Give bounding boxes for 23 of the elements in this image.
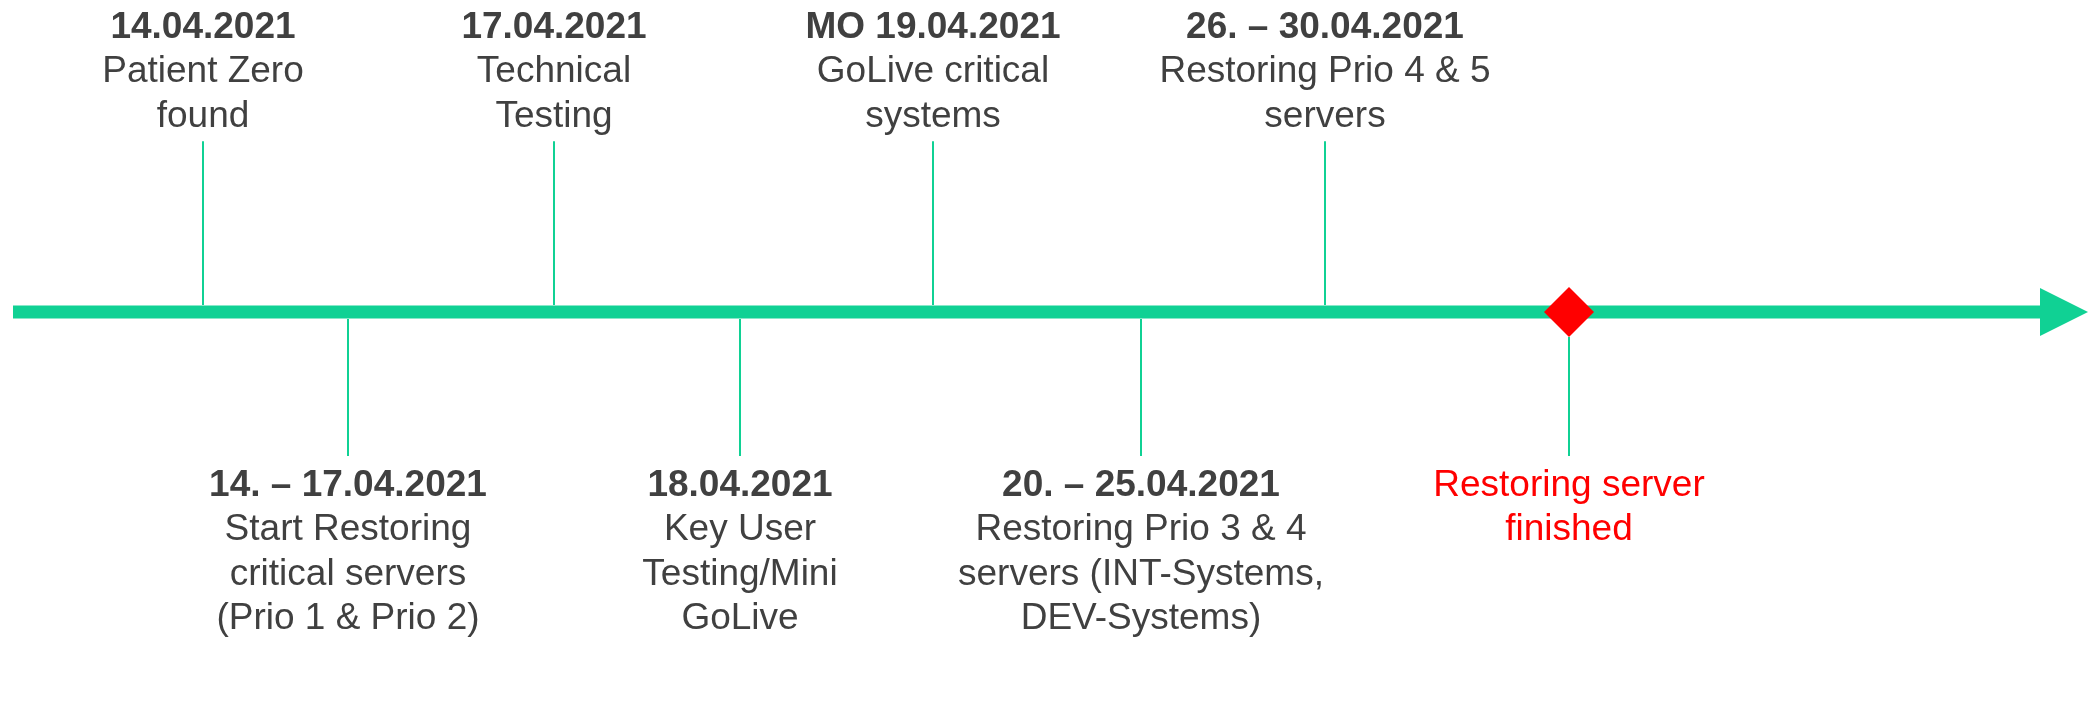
leader-line bbox=[202, 140, 204, 306]
date-label: 18.04.2021 bbox=[647, 462, 833, 506]
date-label: 17.04.2021 bbox=[461, 4, 647, 48]
date-label: MO 19.04.2021 bbox=[805, 4, 1061, 48]
milestone-label: GoLive critical systems bbox=[815, 48, 1051, 137]
milestone-label: Restoring Prio 3 & 4 servers (INT-Systems, DEV-Systems) bbox=[957, 506, 1325, 640]
leader-line bbox=[1140, 318, 1142, 457]
date-label: 14.04.2021 bbox=[110, 4, 296, 48]
milestone-label: Restoring server finished bbox=[1432, 462, 1706, 551]
leader-line bbox=[553, 140, 555, 306]
milestone-label: Technical Testing bbox=[475, 48, 633, 137]
date-label: 20. – 25.04.2021 bbox=[1002, 462, 1280, 506]
milestone-label: Restoring Prio 4 & 5 servers bbox=[1158, 48, 1492, 137]
leader-line bbox=[1324, 140, 1326, 306]
date-label: 14. – 17.04.2021 bbox=[209, 462, 487, 506]
leader-line bbox=[347, 318, 349, 457]
leader-line bbox=[1568, 336, 1570, 457]
milestone-label: Start Restoring critical servers (Prio 1 & Prio 2) bbox=[215, 506, 481, 640]
milestone-label: Patient Zero found bbox=[101, 48, 305, 137]
milestone-label: Key User Testing/Mini GoLive bbox=[641, 506, 839, 640]
leader-line bbox=[932, 140, 934, 306]
date-label: 26. – 30.04.2021 bbox=[1186, 4, 1464, 48]
leader-line bbox=[739, 318, 741, 457]
